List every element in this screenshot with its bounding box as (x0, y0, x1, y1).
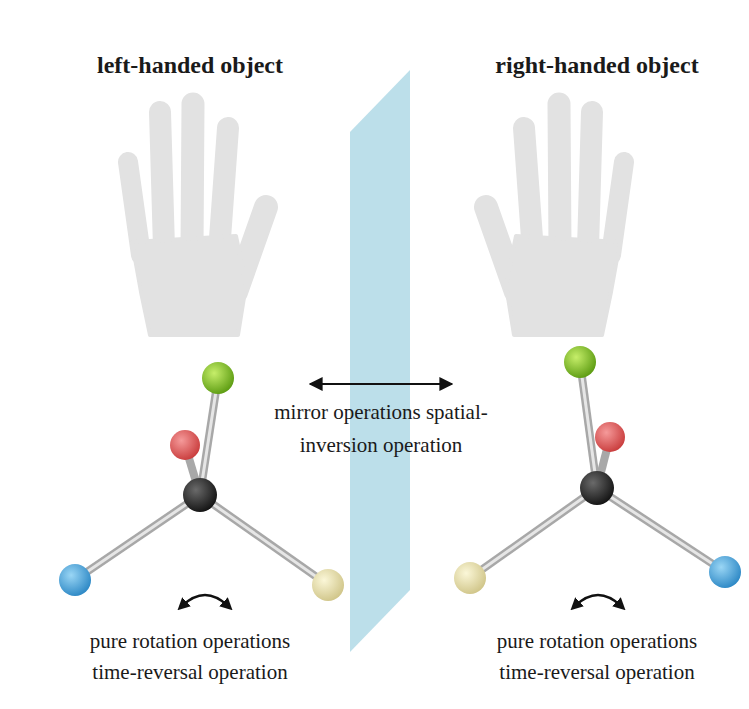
right-molecule (454, 346, 741, 594)
double-arrow (310, 383, 452, 385)
right-hand (486, 104, 624, 335)
left-hand (128, 104, 266, 335)
left-molecule (59, 362, 344, 601)
mirror-plane (350, 70, 410, 652)
operation-label: pure rotation operations time-reversal o… (74, 626, 306, 688)
object-panel: left-handed object pure rotation operatio… (70, 52, 310, 688)
rotation-arrow (575, 595, 621, 606)
panel-heading: right-handed object (495, 52, 698, 79)
operation-label: mirror operations spatial-inversion oper… (256, 396, 506, 461)
panel-heading: left-handed object (97, 52, 283, 79)
rotation-arrow (182, 595, 228, 606)
operation-label: pure rotation operations time-reversal o… (481, 626, 713, 688)
object-panel: right-handed object pure rotation operati… (452, 52, 742, 688)
